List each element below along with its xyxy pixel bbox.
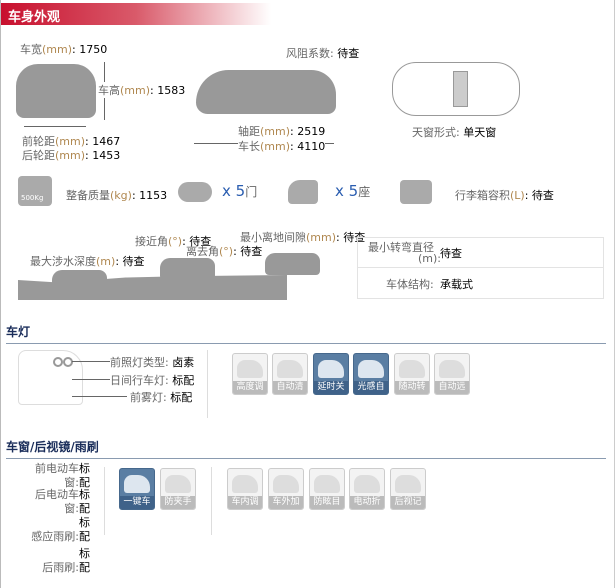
wheelbase-spec: 轴距(mm): 2519 bbox=[238, 125, 326, 138]
feature-label: 电动折叠 bbox=[350, 496, 384, 509]
feature-pictogram-icon bbox=[165, 475, 191, 493]
feature-icon-2: 防眩目 bbox=[309, 468, 345, 510]
front-car-image bbox=[16, 64, 96, 118]
feature-label: 一键车窗 bbox=[120, 496, 154, 509]
feature-label: 高度调节 bbox=[233, 381, 267, 394]
trunk-spec: 行李箱容积(L): 待查 bbox=[455, 189, 554, 202]
feature-icon-0: 一键车窗 bbox=[119, 468, 155, 510]
turning-row: 最小转弯直径(m):待查 bbox=[358, 238, 603, 268]
rear-track-spec: 后轮距(mm): 1453 bbox=[22, 149, 121, 162]
feature-label: 防夹手 bbox=[161, 496, 195, 509]
feature-icon-0: 车内调节 bbox=[227, 468, 263, 510]
feature-label: 车内调节 bbox=[228, 496, 262, 509]
spec-table: 最小转弯直径(m):待查 车体结构:承载式 bbox=[357, 237, 604, 299]
structure-row: 车体结构:承载式 bbox=[386, 278, 473, 291]
seat-icon bbox=[288, 180, 318, 204]
feature-icon-2: 延时关闭 bbox=[313, 353, 349, 395]
feature-pictogram-icon bbox=[277, 360, 303, 378]
feature-pictogram-icon bbox=[358, 360, 384, 378]
feature-icon-4: 后视记忆 bbox=[390, 468, 426, 510]
section-title: 车身外观 bbox=[8, 10, 61, 25]
window-spec-row: 标感应雨刷:配 bbox=[31, 516, 90, 543]
pointer-line bbox=[72, 361, 110, 362]
feature-label: 光感自动 bbox=[354, 381, 388, 394]
departure-spec: 离去角(°): 待查 bbox=[186, 245, 263, 258]
window-spec-row: 前电动车标窗:配 bbox=[35, 462, 90, 489]
feature-pictogram-icon bbox=[318, 360, 344, 378]
front-track-spec: 前轮距(mm): 1467 bbox=[22, 135, 121, 148]
divider bbox=[207, 350, 208, 418]
feature-label: 车外加热 bbox=[269, 496, 303, 509]
feature-pictogram-icon bbox=[399, 360, 425, 378]
pointer-line bbox=[72, 396, 127, 397]
width-spec: 车宽(mm): 1750 bbox=[20, 43, 108, 56]
sunroof-spec: 天窗形式: 单天窗 bbox=[412, 126, 497, 139]
divider bbox=[104, 467, 105, 535]
length-spec: 车长(mm): 4110 bbox=[238, 138, 326, 154]
terrain-car-3 bbox=[265, 253, 320, 275]
feature-icon-1: 自动清洗 bbox=[272, 353, 308, 395]
top-car-image bbox=[392, 62, 520, 116]
drag-spec: 风阻系数: 待查 bbox=[286, 47, 360, 60]
divider bbox=[211, 467, 212, 535]
feature-icon-3: 光感自动 bbox=[353, 353, 389, 395]
pointer-line bbox=[72, 379, 110, 380]
feature-icon-5: 自动远近 bbox=[434, 353, 470, 395]
feature-pictogram-icon bbox=[395, 475, 421, 493]
window-spec-row: 标后雨刷:配 bbox=[42, 547, 90, 574]
feature-label: 随动转向 bbox=[395, 381, 429, 394]
feature-pictogram-icon bbox=[124, 475, 150, 493]
feature-label: 防眩目 bbox=[310, 496, 344, 509]
fog-spec: 前雾灯: 标配 bbox=[130, 391, 193, 404]
lights-section-title: 车灯 bbox=[6, 323, 606, 344]
window-spec-row: 后电动车标窗:配 bbox=[35, 488, 90, 515]
feature-icon-1: 车外加热 bbox=[268, 468, 304, 510]
feature-icon-1: 防夹手 bbox=[160, 468, 196, 510]
drl-spec: 日间行车灯: 标配 bbox=[110, 374, 195, 387]
trunk-icon bbox=[400, 180, 432, 204]
height-spec: 车高(mm): 1583 bbox=[98, 82, 186, 98]
clearance-spec: 最小离地间隙(mm): 待查 bbox=[240, 231, 366, 244]
feature-label: 自动清洗 bbox=[273, 381, 307, 394]
feature-pictogram-icon bbox=[354, 475, 380, 493]
feature-icon-0: 高度调节 bbox=[232, 353, 268, 395]
seat-count: x 5座 bbox=[335, 182, 371, 200]
wading-spec: 最大涉水深度(m): 待查 bbox=[30, 255, 145, 268]
feature-pictogram-icon bbox=[273, 475, 299, 493]
windows-section-title: 车窗/后视镜/雨刷 bbox=[6, 438, 606, 459]
feature-pictogram-icon bbox=[439, 360, 465, 378]
feature-label: 自动远近 bbox=[435, 381, 469, 394]
feature-pictogram-icon bbox=[314, 475, 340, 493]
approach-spec: 接近角(°): 待查 bbox=[135, 235, 212, 248]
weight-icon: 500Kg bbox=[18, 176, 52, 206]
headlight-image bbox=[18, 350, 83, 405]
headlight-spec: 前照灯类型: 卤素 bbox=[110, 356, 195, 369]
feature-pictogram-icon bbox=[232, 475, 258, 493]
terrain-car-2 bbox=[160, 258, 215, 280]
terrain-car-1 bbox=[52, 270, 107, 292]
track-line bbox=[24, 126, 86, 127]
feature-label: 延时关闭 bbox=[314, 381, 348, 394]
door-count: x 5门 bbox=[222, 182, 258, 200]
feature-icon-4: 随动转向 bbox=[394, 353, 430, 395]
feature-pictogram-icon bbox=[237, 360, 263, 378]
weight-spec: 整备质量(kg): 1153 bbox=[66, 189, 168, 202]
section-header: 车身外观 bbox=[1, 3, 271, 25]
feature-label: 后视记忆 bbox=[391, 496, 425, 509]
door-icon bbox=[178, 182, 212, 202]
side-car-image bbox=[196, 70, 336, 114]
feature-icon-3: 电动折叠 bbox=[349, 468, 385, 510]
